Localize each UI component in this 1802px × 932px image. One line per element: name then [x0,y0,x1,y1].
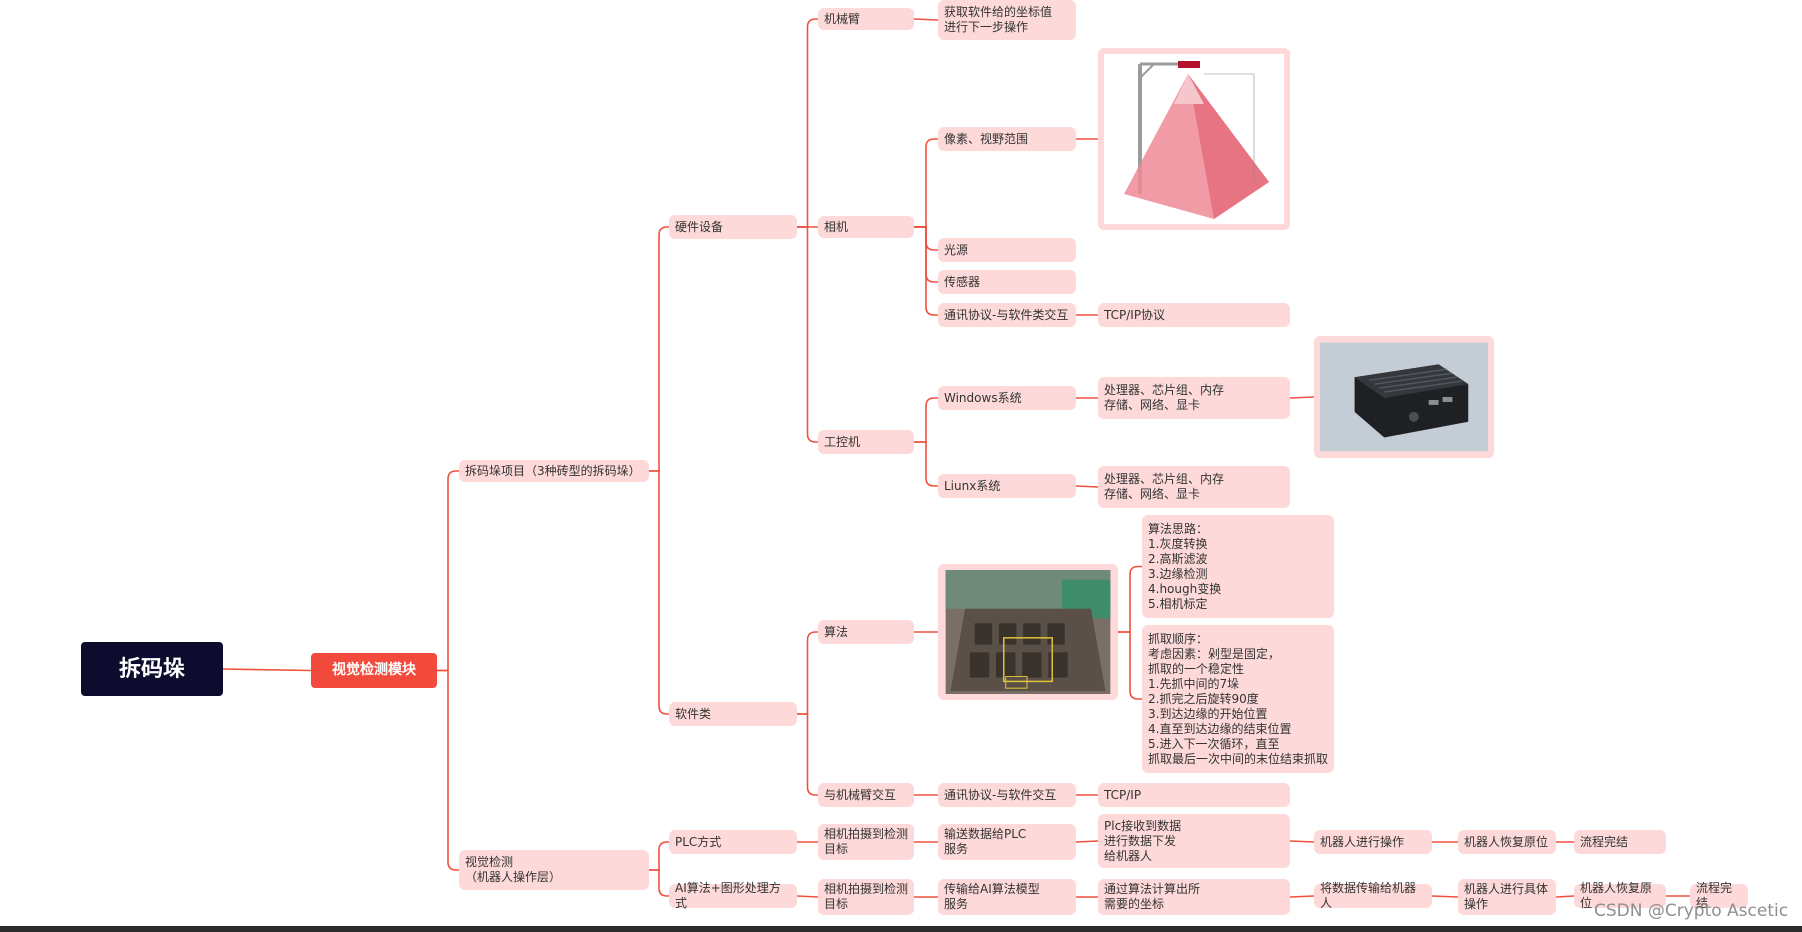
connector-hardware-ipc [797,226,818,443]
brick-stack-photo [945,570,1111,694]
comm2-node[interactable]: 通讯协议-与软件交互 [938,783,1076,807]
connector-ipc-windows [914,397,938,443]
connector-software-arm_inter [797,713,818,796]
connector-ipc-linux [914,441,938,487]
ipc-node[interactable]: 工控机 [818,430,914,454]
connector-vision-ai [649,869,669,897]
hardware-node[interactable]: 硬件设备 [669,215,797,239]
grab-order-node[interactable]: 抓取顺序： 考虑因素：剁型是固定， 抓取的一个稳定性 1.先抓中间的7垛 2.抓… [1142,625,1334,773]
connector-project-software [649,470,669,715]
plc-step-3[interactable]: Plc接收到数据 进行数据下发 给机器人 [1098,814,1290,868]
connector-ai_s3-ai_s4 [1289,895,1315,898]
connector-windows_spec-img_ipc [1289,396,1315,399]
comm-node[interactable]: 通讯协议-与软件类交互 [938,303,1076,327]
ai-step-4[interactable]: 将数据传输给机器人 [1314,881,1432,910]
ai-step-2[interactable]: 传输给AI算法模型 服务 [938,879,1076,915]
ai-step-5[interactable]: 机器人进行具体 操作 [1458,879,1556,915]
ai-step-6[interactable]: 机器人恢复原位 [1574,881,1666,910]
camera-node[interactable]: 相机 [818,216,914,238]
connector-camera-pixel [914,138,938,228]
ipc-image[interactable] [1314,336,1494,458]
connector-arm-arm_note [913,18,939,21]
plc-step-4[interactable]: 机器人进行操作 [1314,830,1432,854]
connector-ai_s4-ai_s5 [1431,895,1459,898]
algo-idea-node[interactable]: 算法思路： 1.灰度转换 2.高斯滤波 3.边缘检测 4.hough变换 5.相… [1142,515,1334,618]
light-node[interactable]: 光源 [938,238,1076,262]
pixel-node[interactable]: 像素、视野范围 [938,127,1076,151]
connector-project-hardware [649,226,669,472]
ai-step-3[interactable]: 通过算法计算出所 需要的坐标 [1098,879,1290,915]
ai-node[interactable]: AI算法+图形处理方式 [669,881,797,910]
connector-img_brick-grab_order [1118,631,1142,700]
ai-step-7[interactable]: 流程完结 [1690,881,1748,910]
connector-center-vision [437,669,459,871]
connector-vision-plc [649,841,669,871]
connector-plc_s2-plc_s3 [1075,840,1099,843]
software-node[interactable]: 软件类 [669,702,797,726]
connector-software-algo [797,631,818,715]
windows-node[interactable]: Windows系统 [938,386,1076,410]
connector-center-project [437,470,459,672]
connector-img_brick-algo_idea [1118,565,1142,633]
algo-node[interactable]: 算法 [818,620,914,644]
ai-step-1[interactable]: 相机拍摄到检测 目标 [818,879,914,915]
connector-camera-comm [914,226,938,316]
windows-spec-node[interactable]: 处理器、芯片组、内存 存储、网络、显卡 [1098,377,1290,419]
plc-node[interactable]: PLC方式 [669,830,797,854]
connector-hardware-arm [797,18,818,228]
plc-step-2[interactable]: 输送数据给PLC 服务 [938,824,1076,860]
camera-fov-diagram [1104,54,1284,224]
project-node[interactable]: 拆码垛项目（3种砖型的拆码垛） [459,460,649,482]
center-node[interactable]: 视觉检测模块 [311,653,437,688]
watermark: CSDN @Crypto Ascetic [1594,901,1789,921]
linux-node[interactable]: Liunx系统 [938,474,1076,498]
arm-interaction-node[interactable]: 与机械臂交互 [818,783,914,807]
tcpip-proto-node[interactable]: TCP/IP协议 [1098,303,1290,327]
tcpip-node[interactable]: TCP/IP [1098,783,1290,807]
arm-note-node[interactable]: 获取软件给的坐标值 进行下一步操作 [938,0,1076,40]
plc-step-1[interactable]: 相机拍摄到检测 目标 [818,824,914,860]
sensor-node[interactable]: 传感器 [938,270,1076,294]
connector-ai-ai_s1 [796,895,819,898]
linux-spec-node[interactable]: 处理器、芯片组、内存 存储、网络、显卡 [1098,466,1290,508]
connector-plc_s3-plc_s4 [1289,840,1315,843]
industrial-pc-photo [1320,342,1488,452]
connector-root-center [222,668,312,672]
plc-step-5[interactable]: 机器人恢复原位 [1458,830,1556,854]
connector-ai_s5-ai_s6 [1555,895,1575,898]
arm-node[interactable]: 机械臂 [818,8,914,30]
camera-fov-image[interactable] [1098,48,1290,230]
connector-linux-linux_spec [1075,485,1099,488]
root-node[interactable]: 拆码垛 [81,642,223,696]
bottom-bar [0,926,1802,932]
brick-image[interactable] [938,564,1118,700]
plc-step-6[interactable]: 流程完结 [1574,830,1666,854]
vision-node[interactable]: 视觉检测 （机器人操作层） [459,850,649,890]
